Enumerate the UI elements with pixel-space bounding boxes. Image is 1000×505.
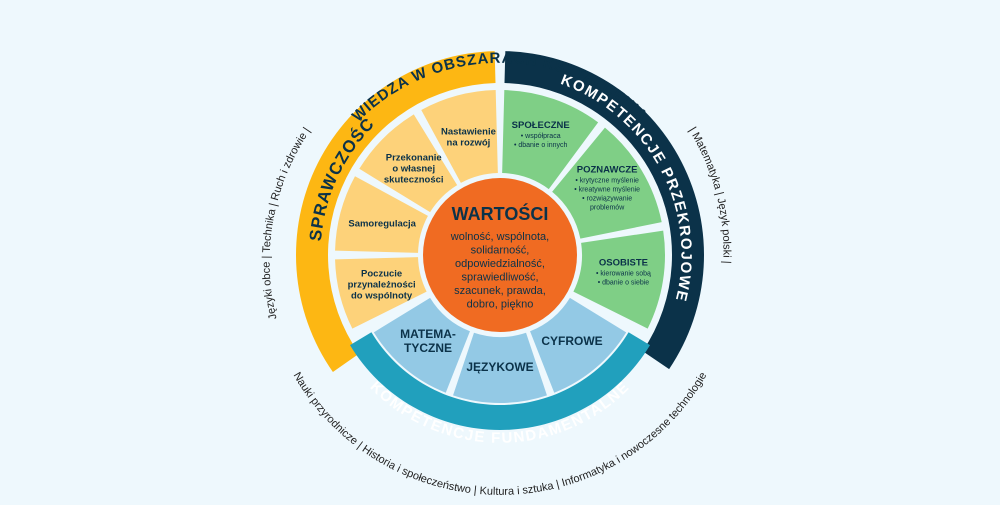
przekrojowe-segment-item: • kierowanie sobą (596, 271, 651, 278)
przekrojowe-segment (552, 127, 662, 239)
fundamentalne-segment-label: MATEMA- (400, 327, 456, 341)
sprawczosc-segment (335, 257, 427, 329)
values-list-line: sprawiedliwość, (461, 272, 538, 284)
przekrojowe-segment-item: • współpraca (521, 133, 561, 140)
values-title: WARTOŚCI (452, 203, 549, 224)
przekrojowe-ring (504, 51, 705, 370)
przekrojowe-segment-item: • dbanie o innych (514, 142, 568, 149)
sprawczosc-segment (359, 114, 458, 213)
values-list-line: wolność, wspólnota, (450, 231, 549, 243)
sprawczosc-segment-label: skuteczności (384, 175, 444, 186)
sprawczosc-segment-label: do wspólnoty (351, 291, 413, 302)
przekrojowe-segment-item: • rozwiązywanie (582, 196, 632, 203)
fundamentalne-segment (453, 332, 547, 403)
sprawczosc-segment-label: Przekonanie (386, 153, 442, 164)
przekrojowe-segment-item: • kreatywne myślenie (574, 187, 640, 194)
values-center-circle (423, 178, 577, 332)
fundamentalne-segment (530, 297, 627, 393)
fundamentalne-segment-label: CYFROWE (541, 334, 602, 348)
sprawczosc-segment-label: na rozwój (447, 138, 491, 149)
przekrojowe-segment (573, 230, 666, 329)
sprawczosc-segment-label: Poczucie (361, 269, 402, 280)
sprawczosc-segment-label: Samoregulacja (348, 218, 416, 229)
values-list-line: szacunek, prawda, (454, 285, 546, 297)
sprawczosc-segment-label: Nastawienie (441, 127, 496, 138)
przekrojowe-segment (502, 90, 599, 190)
przekrojowe-segment-item: • dbanie o siebie (598, 280, 650, 287)
sprawczosc-segment (335, 176, 428, 253)
przekrojowe-segment-title: OSOBISTE (599, 258, 648, 269)
values-list-line: solidarność, (471, 245, 530, 257)
sprawczosc-segment-label: przynależności (348, 280, 416, 291)
sprawczosc-ring (295, 51, 496, 373)
przekrojowe-segment-title: SPOŁECZNE (512, 120, 570, 131)
sprawczosc-segment-label: o własnej (392, 164, 435, 175)
przekrojowe-segment-item: problemów (590, 205, 625, 212)
values-list-line: dobro, piękno (467, 299, 534, 311)
fundamentalne-ring (349, 332, 651, 431)
przekrojowe-segment-title: POZNAWCZE (577, 165, 638, 176)
fundamentalne-segment (373, 297, 470, 393)
przekrojowe-segment-item: • krytyczne myślenie (575, 178, 639, 185)
values-list-line: odpowiedzialność, (455, 258, 545, 270)
sprawczosc-segment (421, 90, 498, 183)
fundamentalne-segment-label: JĘZYKOWE (466, 360, 533, 374)
fundamentalne-segment-label: TYCZNE (404, 341, 452, 355)
